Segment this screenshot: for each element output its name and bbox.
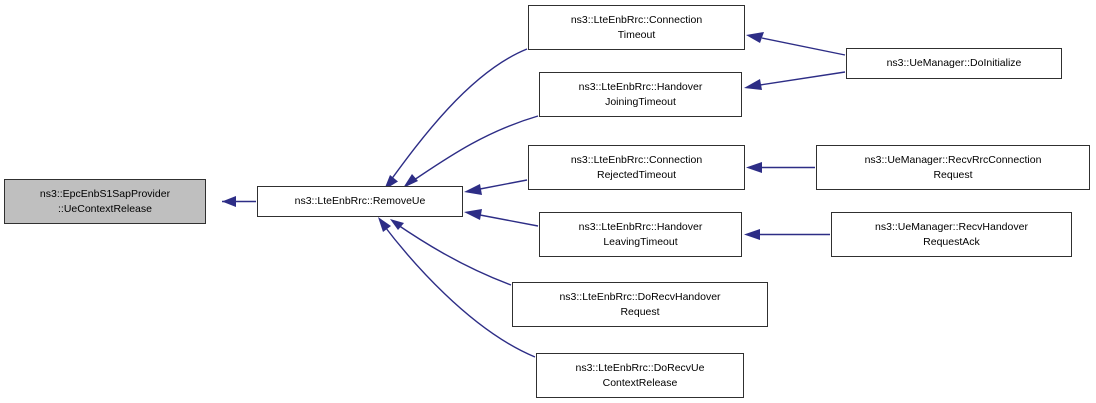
edge-recvhandoverrequestack-to-handoverleavingtimeout <box>744 229 830 240</box>
edge-handoverleavingtimeout-to-removeue <box>464 209 539 227</box>
edge-connectionrejectedtimeout-to-removeue <box>464 179 528 195</box>
node-lteenbrrc-connectiontimeout[interactable]: ns3::LteEnbRrc::Connection Timeout <box>528 5 745 50</box>
edge-recvrrcconnectionrequest-to-connectionrejectedtimeout <box>746 162 815 173</box>
node-uemanager-recvrrcconnectionrequest[interactable]: ns3::UeManager::RecvRrcConnection Reques… <box>816 145 1090 190</box>
node-lteenbrrc-dorecvuecontextrelease[interactable]: ns3::LteEnbRrc::DoRecvUe ContextRelease <box>536 353 744 398</box>
node-lteenbrrc-handoverjoiningtimeout[interactable]: ns3::LteEnbRrc::Handover JoiningTimeout <box>539 72 742 117</box>
edge-dorecvhandoverrequest-to-removeue <box>390 219 512 286</box>
edge-doinitialize-to-handoverjoiningtimeout <box>744 71 846 90</box>
node-epcenbs1sapprovider-uecontextrelease[interactable]: ns3::EpcEnbS1SapProvider ::UeContextRele… <box>4 179 206 224</box>
edge-doinitialize-to-connectiontimeout <box>746 32 846 56</box>
edge-handoverjoiningtimeout-to-removeue <box>403 115 539 188</box>
edge-dorecvuecontextrelease-to-removeue <box>378 217 536 358</box>
node-lteenbrrc-dorecvhandoverrequest[interactable]: ns3::LteEnbRrc::DoRecvHandover Request <box>512 282 768 327</box>
edge-connectiontimeout-to-removeue <box>384 48 528 190</box>
node-uemanager-recvhandoverrequestack[interactable]: ns3::UeManager::RecvHandover RequestAck <box>831 212 1072 257</box>
node-lteenbrrc-handoverleavingtimeout[interactable]: ns3::LteEnbRrc::Handover LeavingTimeout <box>539 212 742 257</box>
node-uemanager-doinitialize[interactable]: ns3::UeManager::DoInitialize <box>846 48 1062 79</box>
node-lteenbrrc-connectionrejectedtimeout[interactable]: ns3::LteEnbRrc::Connection RejectedTimeo… <box>528 145 745 190</box>
node-lteenbrrc-removeue[interactable]: ns3::LteEnbRrc::RemoveUe <box>257 186 463 217</box>
edge-removeue-to-uecontextrelease <box>222 196 256 207</box>
